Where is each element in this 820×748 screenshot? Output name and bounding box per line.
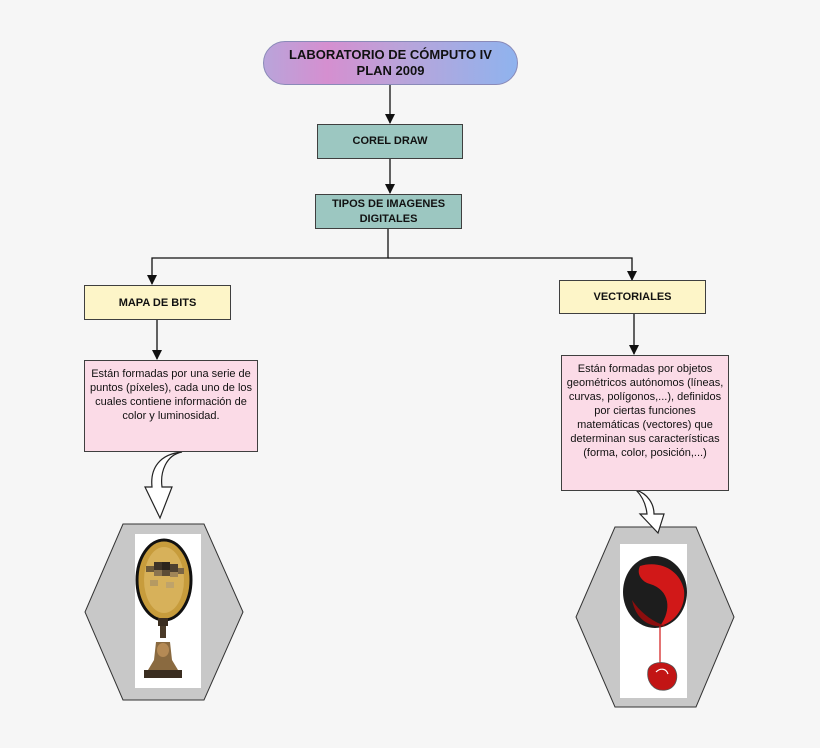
tipos-imagenes-node: TIPOS DE IMAGENES DIGITALES [315,194,462,229]
connector-tipos-to-left [147,229,389,285]
left-curved-arrow-icon [144,451,183,520]
vectoriales-description: Están formadas por objetos geométricos a… [561,355,729,491]
mapa-de-bits-description: Están formadas por una serie de puntos (… [84,360,258,452]
right-picture [620,544,687,698]
vectoriales-node: VECTORIALES [559,280,706,314]
corel-draw-node: COREL DRAW [317,124,463,159]
connector-tipos-to-right [388,257,637,281]
right-curved-arrow-icon [635,489,665,535]
title-node: LABORATORIO DE CÓMPUTO IV PLAN 2009 [263,41,518,85]
mapa-de-bits-node: MAPA DE BITS [84,285,231,320]
left-picture [135,534,201,688]
